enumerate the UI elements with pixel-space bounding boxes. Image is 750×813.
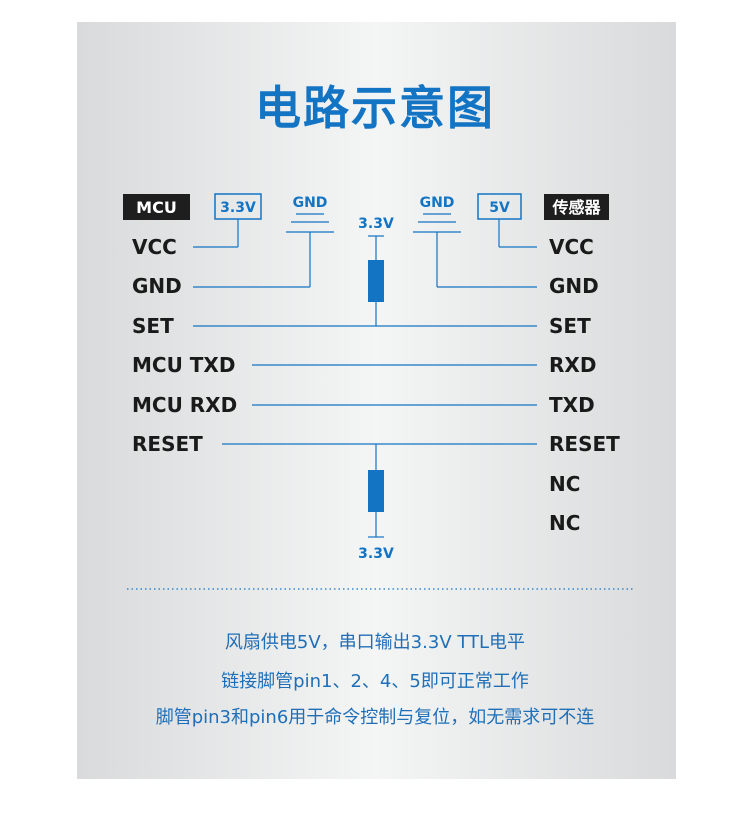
mcu-pin-reset: RESET <box>132 432 203 456</box>
sensor-gnd-text: GND <box>420 195 455 211</box>
note-line-3: 脚管pin3和pin6用于命令控制与复位，如无需求可不连 <box>155 707 595 728</box>
note-line-1: 风扇供电5V，串口输出3.3V TTL电平 <box>224 632 526 653</box>
sensor-pin-rxd: RXD <box>549 353 596 377</box>
background-panel <box>77 22 676 779</box>
mcu-tag-text: MCU <box>136 198 177 217</box>
pullup-resistor-top <box>368 260 384 302</box>
sensor-pin-txd: TXD <box>549 393 595 417</box>
page-title: 电路示意图 <box>255 81 495 135</box>
pullup-top-text: 3.3V <box>358 216 394 232</box>
sensor-pin-nc-2: NC <box>549 511 580 535</box>
pullup-resistor-bottom <box>368 470 384 512</box>
mcu-tag <box>123 194 190 220</box>
sensor-tag <box>544 194 609 220</box>
mcu-ground-icon <box>193 213 334 288</box>
mcu-pin-rxd: MCU RXD <box>132 393 237 417</box>
pullup-bottom-text: 3.3V <box>358 546 394 562</box>
mcu-supply-text: 3.3V <box>220 200 256 216</box>
mcu-gnd-text: GND <box>293 195 328 211</box>
mcu-pin-set: SET <box>132 314 174 338</box>
sensor-pin-reset: RESET <box>549 432 620 456</box>
sensor-supply-text: 5V <box>489 200 510 216</box>
note-line-2: 链接脚管pin1、2、4、5即可正常工作 <box>221 671 529 692</box>
mcu-pin-gnd: GND <box>132 274 182 298</box>
sensor-pin-gnd: GND <box>549 274 599 298</box>
sensor-pin-set: SET <box>549 314 591 338</box>
sensor-tag-text: 传感器 <box>551 198 601 217</box>
sensor-pin-nc-1: NC <box>549 472 580 496</box>
mcu-pin-txd: MCU TXD <box>132 353 235 377</box>
sensor-pin-vcc: VCC <box>549 235 594 259</box>
sensor-ground-icon <box>413 213 537 288</box>
mcu-pin-vcc: VCC <box>132 235 177 259</box>
